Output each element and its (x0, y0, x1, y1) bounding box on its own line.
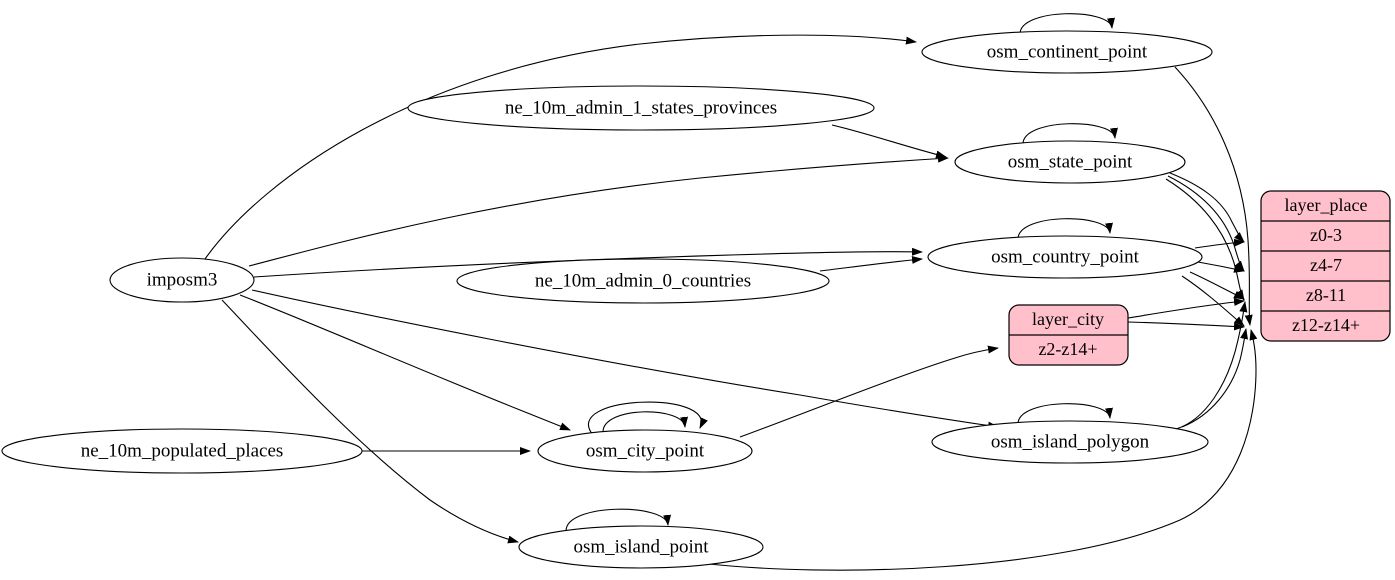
layer-place-node[interactable]: layer_place z0-3 z4-7 z8-11 z12-z14+ (1260, 190, 1391, 342)
edge-layer-city-to-layer-place-z12 (1127, 321, 1245, 331)
node-osm-island-polygon[interactable]: osm_island_polygon (931, 420, 1209, 464)
edge-osm-country-point-to-layer-place-z0-3 (1194, 238, 1245, 249)
node-osm-state-point[interactable]: osm_state_point (954, 140, 1186, 184)
self-loop-osm-island-point (565, 508, 672, 532)
self-loop-osm-state-point (1022, 123, 1118, 145)
self-loop-osm-country-point (1017, 218, 1113, 240)
edge-layer-city-to-layer-place-z8-11 (1127, 298, 1245, 319)
node-imposm3[interactable]: imposm3 (109, 257, 255, 303)
node-osm-country-point-label: osm_country_point (991, 246, 1139, 267)
node-osm-continent-point-label: osm_continent_point (987, 41, 1148, 62)
node-osm-city-point-label: osm_city_point (586, 440, 705, 461)
edge-layer (204, 13, 1258, 571)
edge-imposm3-to-osm-country-point (253, 247, 923, 278)
edge-osm-country-point-to-layer-place-z8-11 (1189, 271, 1245, 300)
node-osm-island-point-label: osm_island_point (573, 536, 709, 557)
edge-osm-island-polygon-to-layer-place-z8-11 (1175, 301, 1248, 430)
layer-place-row-z12-z14[interactable]: z12-z14+ (1292, 315, 1360, 335)
edge-imposm3-to-osm-state-point (248, 154, 949, 267)
layer-city-row-z2-z14[interactable]: z2-z14+ (1038, 339, 1097, 359)
edge-osm-island-polygon-to-layer-place-z12 (1181, 328, 1248, 428)
edge-imposm3-to-osm-island-point (221, 299, 519, 544)
node-osm-island-point[interactable]: osm_island_point (518, 525, 764, 569)
node-osm-continent-point[interactable]: osm_continent_point (921, 30, 1213, 74)
node-ne-states-label: ne_10m_admin_1_states_provinces (505, 97, 777, 118)
edge-ne-countries-to-osm-country-point (819, 255, 923, 272)
layer-place-row-z0-3[interactable]: z0-3 (1310, 225, 1342, 245)
node-osm-island-polygon-label: osm_island_polygon (991, 431, 1150, 452)
edge-osm-country-point-to-layer-place-z4-7 (1197, 261, 1245, 273)
self-loop-osm-island-polygon (1017, 403, 1113, 425)
node-ne-10m-populated-places[interactable]: ne_10m_populated_places (1, 428, 363, 474)
edge-osm-state-point-to-layer-place-z4-7 (1167, 175, 1245, 272)
node-ne-places-label: ne_10m_populated_places (81, 440, 284, 461)
node-imposm3-label: imposm3 (147, 269, 218, 290)
layer-place-title: layer_place (1285, 195, 1368, 215)
layer-place-row-z4-7[interactable]: z4-7 (1310, 255, 1342, 275)
node-osm-country-point[interactable]: osm_country_point (927, 235, 1203, 279)
node-osm-city-point[interactable]: osm_city_point (537, 429, 753, 473)
self-loop-osm-city-point-outer (588, 401, 708, 436)
self-loop-osm-city-point-inner (602, 411, 688, 433)
self-loop-osm-continent-point (1019, 13, 1115, 35)
layer-city-node[interactable]: layer_city z2-z14+ (1008, 304, 1129, 366)
edge-osm-continent-point-to-layer-place-z12 (1174, 66, 1253, 326)
edge-imposm3-to-osm-continent-point (204, 34, 917, 260)
node-ne-countries-label: ne_10m_admin_0_countries (535, 270, 751, 291)
edge-osm-country-point-to-layer-place-z12 (1181, 275, 1245, 327)
edge-osm-island-point-to-layer-place-z12 (699, 329, 1258, 571)
layer-city-title: layer_city (1032, 309, 1104, 329)
node-osm-state-point-label: osm_state_point (1008, 151, 1133, 172)
edge-osm-city-point-to-layer-city (739, 345, 999, 438)
edge-osm-state-point-to-layer-place-z0-3 (1169, 172, 1245, 243)
edge-ne-states-to-osm-state-point (831, 124, 947, 159)
node-layer: imposm3 ne_10m_admin_1_states_provinces … (1, 30, 1213, 569)
node-ne-10m-admin-1-states-provinces[interactable]: ne_10m_admin_1_states_provinces (407, 85, 875, 131)
node-ne-10m-admin-0-countries[interactable]: ne_10m_admin_0_countries (456, 258, 830, 304)
layer-place-row-z8-11[interactable]: z8-11 (1306, 285, 1346, 305)
edge-imposm3-to-osm-city-point (239, 294, 571, 431)
edge-imposm3-to-osm-island-polygon (251, 289, 999, 430)
